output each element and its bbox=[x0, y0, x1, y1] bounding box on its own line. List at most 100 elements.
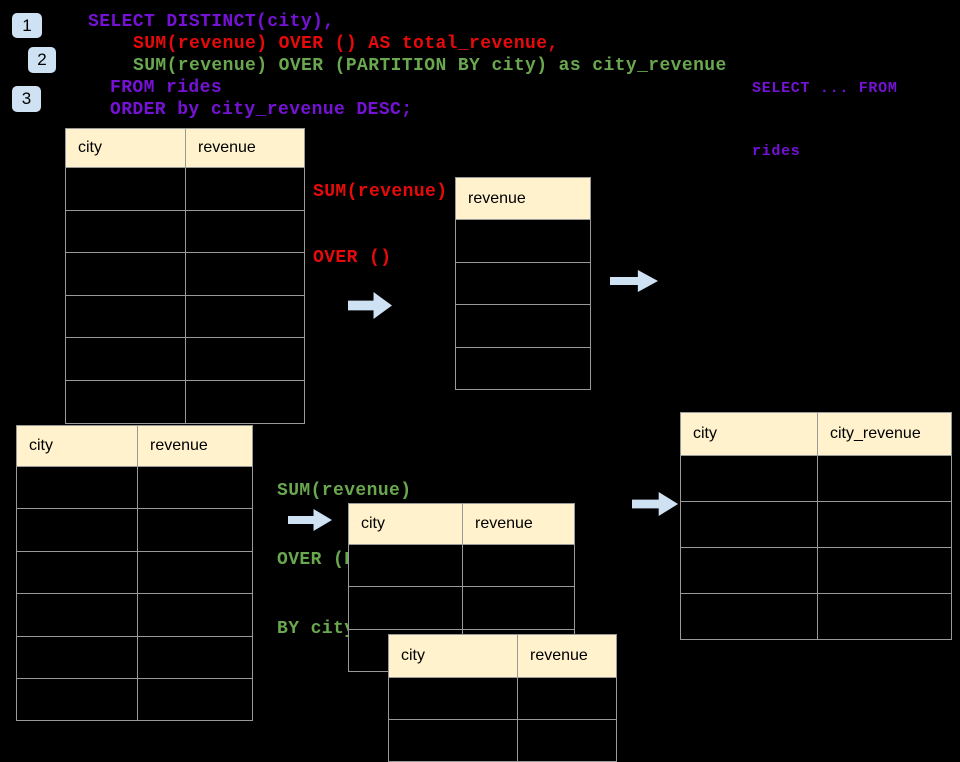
step-badge-2: 2 bbox=[28, 47, 56, 73]
flow-arrow-total-result bbox=[610, 270, 658, 292]
table-row bbox=[66, 380, 304, 423]
table-cell bbox=[138, 594, 252, 635]
table-cell bbox=[17, 678, 138, 721]
table-cell bbox=[681, 502, 818, 547]
table-row bbox=[66, 295, 304, 339]
table-cell bbox=[818, 456, 951, 501]
table-row bbox=[456, 263, 590, 305]
header-cell-city: city bbox=[681, 413, 818, 455]
flow-arrow-final bbox=[632, 492, 678, 516]
header-cell-revenue: revenue bbox=[530, 647, 588, 664]
slide-canvas: { "colors": { "bg": "#000000", "purple":… bbox=[12, 12, 952, 762]
table-cell bbox=[681, 456, 818, 501]
flow-arrow-total bbox=[348, 292, 392, 319]
table-row bbox=[389, 678, 616, 720]
table-cell bbox=[456, 348, 590, 390]
table-row bbox=[681, 502, 951, 548]
table-cell bbox=[456, 263, 590, 305]
table-cell bbox=[463, 545, 574, 586]
table-cell bbox=[681, 548, 818, 593]
annotation-partition-line-1: SUM(revenue) bbox=[277, 481, 412, 501]
table-row bbox=[66, 253, 304, 296]
table-cell bbox=[66, 338, 186, 380]
table-body bbox=[17, 467, 252, 721]
table-row bbox=[17, 551, 252, 595]
table-header-row: city revenue bbox=[66, 129, 304, 168]
table-cell bbox=[186, 168, 304, 210]
header-cell-city: city bbox=[389, 635, 518, 677]
table-cell bbox=[17, 467, 138, 509]
header-cell-city: city bbox=[17, 426, 138, 466]
table-row bbox=[66, 210, 304, 254]
table-source-top: city revenue bbox=[65, 128, 305, 424]
table-final-result: city city_revenue bbox=[680, 412, 952, 640]
table-row bbox=[681, 594, 951, 639]
table-cell bbox=[389, 678, 518, 719]
header-cell-city: city bbox=[349, 504, 463, 544]
table-body bbox=[681, 456, 951, 639]
table-cell bbox=[463, 587, 574, 628]
sql-line-sum-over: SUM(revenue) OVER () AS total_revenue, bbox=[133, 34, 559, 54]
table-cell bbox=[17, 636, 138, 678]
table-cell bbox=[66, 210, 186, 253]
table-body bbox=[456, 220, 590, 389]
table-row bbox=[456, 220, 590, 263]
table-cell bbox=[138, 552, 252, 593]
table-cell bbox=[818, 594, 951, 639]
sql-line-select: SELECT DISTINCT(city), bbox=[88, 12, 335, 32]
table-row bbox=[17, 678, 252, 721]
table-partition-step-2: city revenue bbox=[388, 634, 617, 762]
table-row bbox=[66, 338, 304, 381]
header-cell-city-revenue: city_revenue bbox=[830, 425, 921, 442]
table-cell bbox=[818, 548, 951, 593]
table-cell bbox=[66, 168, 186, 210]
table-row bbox=[17, 467, 252, 510]
sql-line-partition: SUM(revenue) OVER (PARTITION BY city) as… bbox=[133, 56, 727, 76]
table-cell bbox=[17, 509, 138, 551]
table-cell bbox=[518, 720, 616, 761]
table-cell bbox=[518, 678, 616, 719]
table-cell bbox=[681, 594, 818, 639]
table-cell bbox=[17, 551, 138, 594]
table-cell bbox=[66, 295, 186, 338]
table-row bbox=[456, 305, 590, 348]
table-cell bbox=[456, 305, 590, 347]
header-cell-revenue: revenue bbox=[475, 515, 533, 532]
header-cell-city: city bbox=[66, 129, 186, 167]
table-row bbox=[66, 168, 304, 211]
header-cell-revenue: revenue bbox=[150, 437, 208, 454]
table-cell bbox=[138, 679, 252, 720]
sql-line-order-by: ORDER by city_revenue DESC; bbox=[110, 100, 413, 120]
table-cell bbox=[186, 296, 304, 338]
table-row bbox=[456, 348, 590, 390]
header-cell-revenue: revenue bbox=[468, 189, 526, 207]
table-cell bbox=[138, 509, 252, 550]
table-total-revenue: revenue bbox=[455, 177, 591, 390]
table-cell bbox=[138, 637, 252, 678]
corner-note: SELECT ... FROM rides bbox=[752, 36, 898, 183]
table-row bbox=[349, 587, 574, 630]
table-cell bbox=[349, 545, 463, 587]
step-badge-1: 1 bbox=[12, 13, 42, 38]
table-cell bbox=[186, 211, 304, 253]
table-cell bbox=[186, 338, 304, 380]
table-body bbox=[66, 168, 304, 423]
table-header-row: city city_revenue bbox=[681, 413, 951, 456]
table-cell bbox=[186, 381, 304, 423]
table-header-row: city revenue bbox=[349, 504, 574, 545]
corner-note-line-1: SELECT ... FROM bbox=[752, 80, 898, 97]
table-cell bbox=[389, 720, 518, 761]
sql-line-from: FROM rides bbox=[110, 78, 223, 98]
annotation-total-revenue: SUM(revenue) OVER () bbox=[313, 137, 447, 291]
table-cell bbox=[138, 467, 252, 508]
table-cell bbox=[818, 502, 951, 547]
annotation-total-line-2: OVER () bbox=[313, 248, 392, 268]
table-row bbox=[681, 548, 951, 594]
table-cell bbox=[17, 594, 138, 636]
table-row bbox=[17, 594, 252, 637]
table-header-row: city revenue bbox=[17, 426, 252, 467]
table-row bbox=[681, 456, 951, 502]
table-row bbox=[17, 509, 252, 552]
table-cell bbox=[186, 253, 304, 295]
table-header-row: city revenue bbox=[389, 635, 616, 678]
